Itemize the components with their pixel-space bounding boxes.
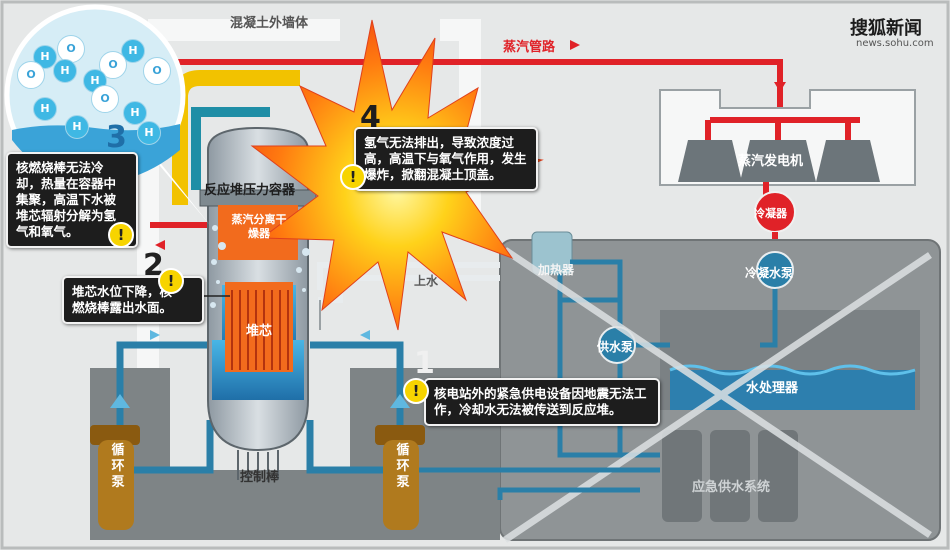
hydrogen-atom: H [53, 59, 77, 83]
step-4-warning-icon: ! [340, 164, 366, 190]
emergency-tank-3 [758, 430, 798, 522]
circulation-pump-left-label: 循环泵 [111, 443, 125, 490]
step-3-warning-icon: ! [108, 222, 134, 248]
hydrogen-atom: H [137, 121, 161, 145]
separator-label: 蒸汽分离干燥器 [231, 213, 287, 240]
step-3-text: 核燃烧棒无法冷却，热量在容器中集聚，高温下水被堆芯辐射分解为氢气和氧气。 [16, 160, 117, 239]
step-1-text: 核电站外的紧急供电设备因地震无法工作，冷却水无法被传送到反应堆。 [434, 386, 647, 417]
step-1-warning-icon: ! [403, 378, 429, 404]
emergency-tank-2 [710, 430, 750, 522]
logo-url: news.sohu.com [856, 38, 934, 49]
turbine-3 [816, 140, 880, 182]
gas-bubbles [210, 225, 310, 308]
step-4-number: 4 [360, 100, 381, 135]
hydrogen-atom: H [33, 97, 57, 121]
concrete-wall-label: 混凝土外墙体 [230, 16, 309, 31]
step-3-number: 3 [106, 120, 127, 155]
hydrogen-atom: H [123, 101, 147, 125]
emergency-supply-label: 应急供水系统 [692, 480, 771, 495]
circulation-pump-left [90, 425, 140, 530]
step-4-callout: 氢气无法排出，导致浓度过高，高温下与氧气作用，发生爆炸，掀翻混凝土顶盖。 [354, 127, 538, 191]
fuel-rods [231, 290, 289, 370]
steam-pipe-label: 蒸汽管路 [503, 40, 556, 55]
emergency-tank-1 [662, 430, 702, 522]
steam-generator-label: 蒸汽发电机 [738, 154, 804, 169]
step-4-text: 氢气无法排出，导致浓度过高，高温下与氧气作用，发生爆炸，掀翻混凝土顶盖。 [364, 135, 527, 182]
condenser-label: 冷凝器 [754, 207, 787, 220]
hydrogen-atom: H [65, 115, 89, 139]
step-1-number: 1 [414, 346, 435, 381]
heater-tank [531, 231, 573, 275]
step-3-callout: 核燃烧棒无法冷却，热量在容器中集聚，高温下水被堆芯辐射分解为氢气和氧气。 [6, 152, 138, 248]
condensate-pump [756, 251, 794, 289]
turbine-2 [740, 140, 816, 182]
control-rods-label: 控制棒 [240, 470, 280, 485]
water-treatment-label: 水处理器 [746, 381, 799, 396]
right-loop-top [310, 341, 404, 400]
steam-arrow-right [570, 40, 580, 50]
heater-label: 加热器 [538, 263, 575, 277]
left-loop-top [116, 341, 210, 400]
steam-arrow-down [774, 82, 786, 92]
step-2-warning-icon: ! [158, 268, 184, 294]
turbine-1 [678, 140, 742, 182]
pressure-vessel-label: 反应堆压力容器 [204, 183, 296, 198]
core-label: 堆芯 [246, 324, 273, 339]
circulation-pump-right [375, 425, 425, 530]
logo-name: 搜狐新闻 [850, 18, 922, 39]
oxygen-atom: O [143, 57, 171, 85]
oxygen-atom: O [17, 61, 45, 89]
oxygen-atom: O [91, 85, 119, 113]
step-2-text: 堆芯水位下降，核燃烧棒露出水面。 [72, 284, 173, 315]
condensate-pump-label: 冷凝水泵 [745, 266, 794, 280]
feed-water-label: 上水 [414, 274, 439, 288]
feedwater-pump-label: 供水泵 [597, 340, 634, 354]
step-1-callout: 核电站外的紧急供电设备因地震无法工作，冷却水无法被传送到反应堆。 [424, 378, 660, 426]
containment-teal [191, 107, 270, 190]
control-rod-lines [237, 450, 279, 482]
circulation-pump-right-label: 循环泵 [396, 443, 410, 490]
core-block [225, 282, 293, 372]
steam-arrow-left [155, 240, 165, 250]
